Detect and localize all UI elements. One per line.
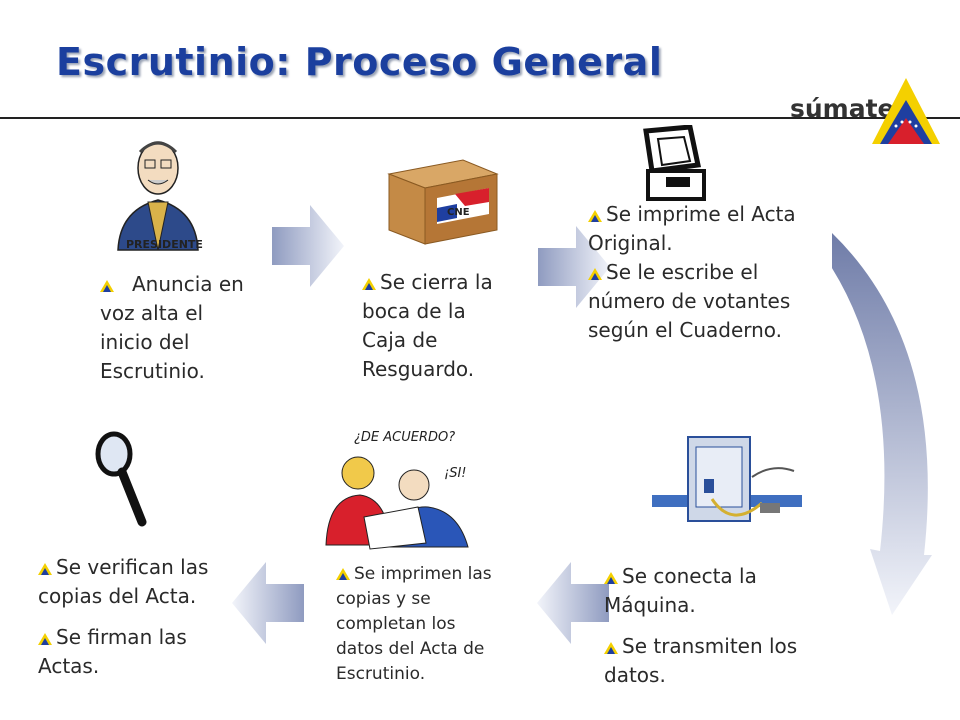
- cne-caption: CNE: [447, 207, 470, 218]
- pyramid-bullet-icon: [336, 568, 350, 580]
- step-caja-text: Se cierra la boca de la Caja de Resguard…: [362, 268, 512, 384]
- maquina-illustration: [652, 436, 802, 522]
- pyramid-bullet-icon: [588, 209, 602, 222]
- page-title: Escrutinio: Proceso General: [56, 40, 663, 84]
- sumate-logo: súmate: [790, 76, 950, 146]
- pyramid-bullet-icon: [38, 632, 52, 645]
- presidente-caption: PRESIDENTE: [126, 238, 203, 251]
- pyramid-bullet-icon: [362, 277, 376, 290]
- step-imprimen-text: Se imprimen las copias y se completan lo…: [336, 562, 496, 687]
- step-verifican-text: Se verifican las copias del Acta. Se fir…: [38, 553, 238, 681]
- caja-resguardo-illustration: CNE: [387, 159, 499, 245]
- step-acta-text: Se imprime el Acta Original. Se le escri…: [588, 200, 803, 345]
- bullet-item: Se imprime el Acta Original.: [588, 202, 796, 255]
- impresora-illustration: [643, 125, 706, 201]
- speech-de-acuerdo: ¿DE ACUERDO?: [354, 430, 455, 445]
- bullet-item: Se conecta la Máquina.: [604, 564, 757, 617]
- flow-arrow-right-2: [538, 226, 610, 308]
- pyramid-bullet-icon: [604, 571, 618, 584]
- bullet-item: Se verifican las copias del Acta.: [38, 555, 209, 608]
- step-anuncia-text: Anuncia en voz alta el inicio del Escrut…: [100, 270, 260, 386]
- bullet-item: Anuncia en voz alta el inicio del Escrut…: [100, 272, 244, 383]
- pyramid-bullet-icon: [38, 562, 52, 575]
- pyramid-logo-icon: [872, 78, 940, 144]
- flow-arrow-right-1: [272, 205, 344, 287]
- flow-arrow-left-1: [537, 562, 609, 644]
- pyramid-bullet-icon: [100, 279, 114, 292]
- bullet-item: Se imprimen las copias y se completan lo…: [336, 564, 492, 684]
- bullet-item: Se le escribe el número de votantes segú…: [588, 260, 791, 342]
- presidente-illustration: PRESIDENTE: [117, 141, 203, 251]
- pyramid-bullet-icon: [604, 641, 618, 654]
- step-conecta-text: Se conecta la Máquina. Se transmiten los…: [604, 562, 804, 690]
- title-divider: [0, 117, 960, 119]
- flow-arrow-left-2: [232, 562, 304, 644]
- bullet-item: Se firman las Actas.: [38, 625, 187, 678]
- lupa-illustration: [95, 431, 147, 527]
- flow-arrow-curve-down: [832, 233, 932, 615]
- bullet-item: Se transmiten los datos.: [604, 634, 798, 687]
- speech-si: ¡SI!: [444, 466, 467, 481]
- acuerdo-illustration: ¿DE ACUERDO? ¡SI!: [325, 430, 469, 550]
- pyramid-bullet-icon: [588, 267, 602, 280]
- bullet-item: Se cierra la boca de la Caja de Resguard…: [362, 270, 493, 381]
- logo-text: súmate: [790, 94, 895, 123]
